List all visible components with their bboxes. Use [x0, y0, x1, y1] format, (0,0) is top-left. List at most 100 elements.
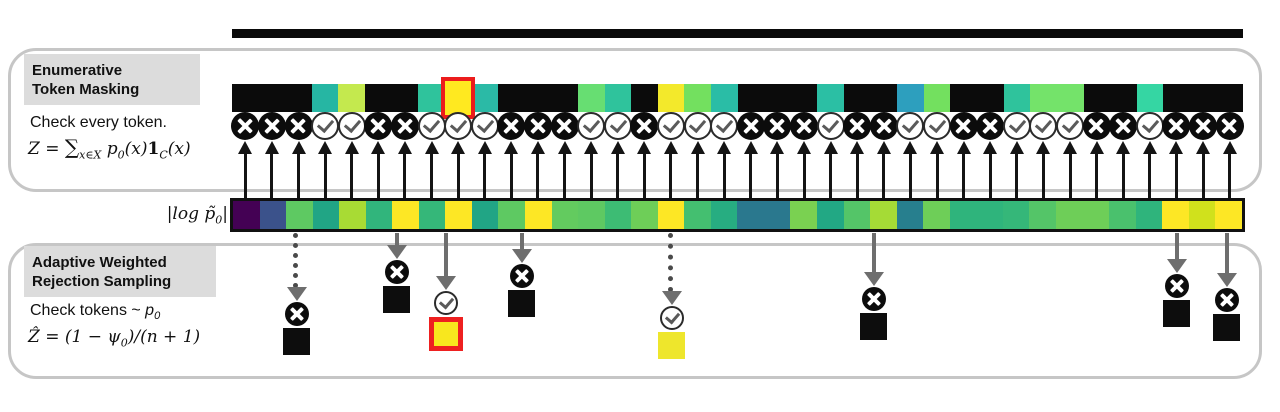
- up-arrow-head: [1169, 141, 1184, 154]
- up-arrow-head: [770, 141, 785, 154]
- sampled-square: [860, 313, 887, 340]
- token-cell: [977, 84, 1004, 112]
- token-mask-strip: [232, 81, 1244, 115]
- down-arrow-shaft: [444, 233, 448, 277]
- down-arrow-head: [287, 287, 307, 301]
- up-arrow-shaft: [775, 153, 779, 198]
- token-cell: [923, 84, 951, 112]
- up-arrow-shaft: [1121, 153, 1125, 198]
- token-cell: [817, 84, 845, 112]
- reject-circle-icon: [1162, 112, 1191, 140]
- down-arrow-head: [1217, 273, 1237, 287]
- token-cell: [498, 84, 525, 112]
- token-cell: [631, 84, 658, 112]
- accept-circle-icon: [660, 306, 684, 330]
- up-arrow-shaft: [802, 153, 806, 198]
- up-arrow-shaft: [696, 153, 700, 198]
- token-cell: [1136, 84, 1164, 112]
- title-line: Rejection Sampling: [32, 273, 172, 290]
- accept-circle-icon: [656, 112, 685, 140]
- down-arrow-head: [387, 245, 407, 259]
- prob-cell: [471, 201, 499, 229]
- token-cell: [391, 84, 419, 112]
- prob-cell: [1082, 201, 1110, 229]
- reject-circle-icon: [510, 264, 534, 288]
- up-arrow-shaft: [563, 153, 567, 198]
- sampled-square: [658, 332, 685, 359]
- title-line: Adaptive Weighted: [32, 254, 167, 271]
- up-arrow-head: [717, 141, 732, 154]
- log-prob-label: |log p̃0|: [148, 204, 228, 226]
- up-arrow-head: [397, 141, 412, 154]
- up-arrow-shaft: [749, 153, 753, 198]
- rejection-sampling-description: Check tokens ~ p0: [30, 302, 160, 322]
- reject-circle-icon: [231, 112, 260, 140]
- reject-circle-icon: [630, 112, 659, 140]
- reject-circle-icon: [385, 260, 409, 284]
- up-arrow-shaft: [483, 153, 487, 198]
- down-arrow-shaft: [872, 233, 876, 273]
- up-arrow-head: [903, 141, 918, 154]
- reject-circle-icon: [285, 302, 309, 326]
- prob-cell: [498, 201, 526, 229]
- accept-circle-icon: [923, 112, 952, 140]
- reject-circle-icon: [1082, 112, 1111, 140]
- sampled-token: [856, 233, 892, 383]
- prob-cell: [1029, 201, 1056, 229]
- sampled-token: [1209, 233, 1245, 383]
- prob-cell: [870, 201, 897, 229]
- formula-segment: C: [159, 148, 168, 162]
- prob-cell: [763, 201, 791, 229]
- up-arrow-shaft: [669, 153, 673, 198]
- prob-cell: [684, 201, 711, 229]
- sampled-square: [1213, 314, 1240, 341]
- token-cell: [950, 84, 978, 112]
- sampled-square-selected: [429, 317, 463, 351]
- prob-cell: [817, 201, 844, 229]
- up-arrow-shaft: [962, 153, 966, 198]
- down-arrow-head: [864, 272, 884, 286]
- formula-segment: (x): [124, 139, 148, 159]
- up-arrow-head: [318, 141, 333, 154]
- accept-circle-icon: [337, 112, 366, 140]
- reject-circle-icon: [1165, 274, 1189, 298]
- token-cell: [338, 84, 366, 112]
- rejection-sampling-title: Adaptive Weighted Rejection Sampling: [24, 246, 216, 297]
- up-arrow-head: [584, 141, 599, 154]
- accept-circle-icon: [603, 112, 632, 140]
- reject-circle-icon: [976, 112, 1005, 140]
- prob-cell: [1055, 201, 1083, 229]
- prob-cell: [418, 201, 446, 229]
- down-arrow-head: [662, 291, 682, 305]
- up-arrow-shaft: [882, 153, 886, 198]
- prob-cell: [1135, 201, 1163, 229]
- prob-cell: [312, 201, 340, 229]
- down-arrow-head: [1167, 259, 1187, 273]
- token-cell: [311, 84, 339, 112]
- up-arrow-shaft: [988, 153, 992, 198]
- accept-circle-icon: [311, 112, 340, 140]
- up-arrow-head: [930, 141, 945, 154]
- formula-segment: p: [106, 139, 118, 159]
- up-arrow-shaft: [935, 153, 939, 198]
- down-arrow-head: [436, 276, 456, 290]
- token-cell: [1216, 84, 1244, 112]
- prob-cell: [365, 201, 393, 229]
- up-arrow-shaft: [1095, 153, 1099, 198]
- prob-cell: [286, 201, 313, 229]
- up-arrow-head: [371, 141, 386, 154]
- prob-cell: [657, 201, 685, 229]
- up-arrow-shaft: [270, 153, 274, 198]
- prob-cell: [525, 201, 552, 229]
- enumerative-description: Check every token.: [30, 114, 167, 131]
- up-arrow-head: [477, 141, 492, 154]
- prob-cell: [976, 201, 1003, 229]
- accept-circle-icon: [417, 112, 446, 140]
- up-arrow-shaft: [1174, 153, 1178, 198]
- token-cell: [764, 84, 791, 112]
- up-arrow-shaft: [297, 153, 300, 198]
- sampled-token: [279, 233, 315, 383]
- reject-circle-icon: [869, 112, 898, 140]
- prob-cell: [445, 201, 472, 229]
- up-arrow-shaft: [509, 153, 513, 198]
